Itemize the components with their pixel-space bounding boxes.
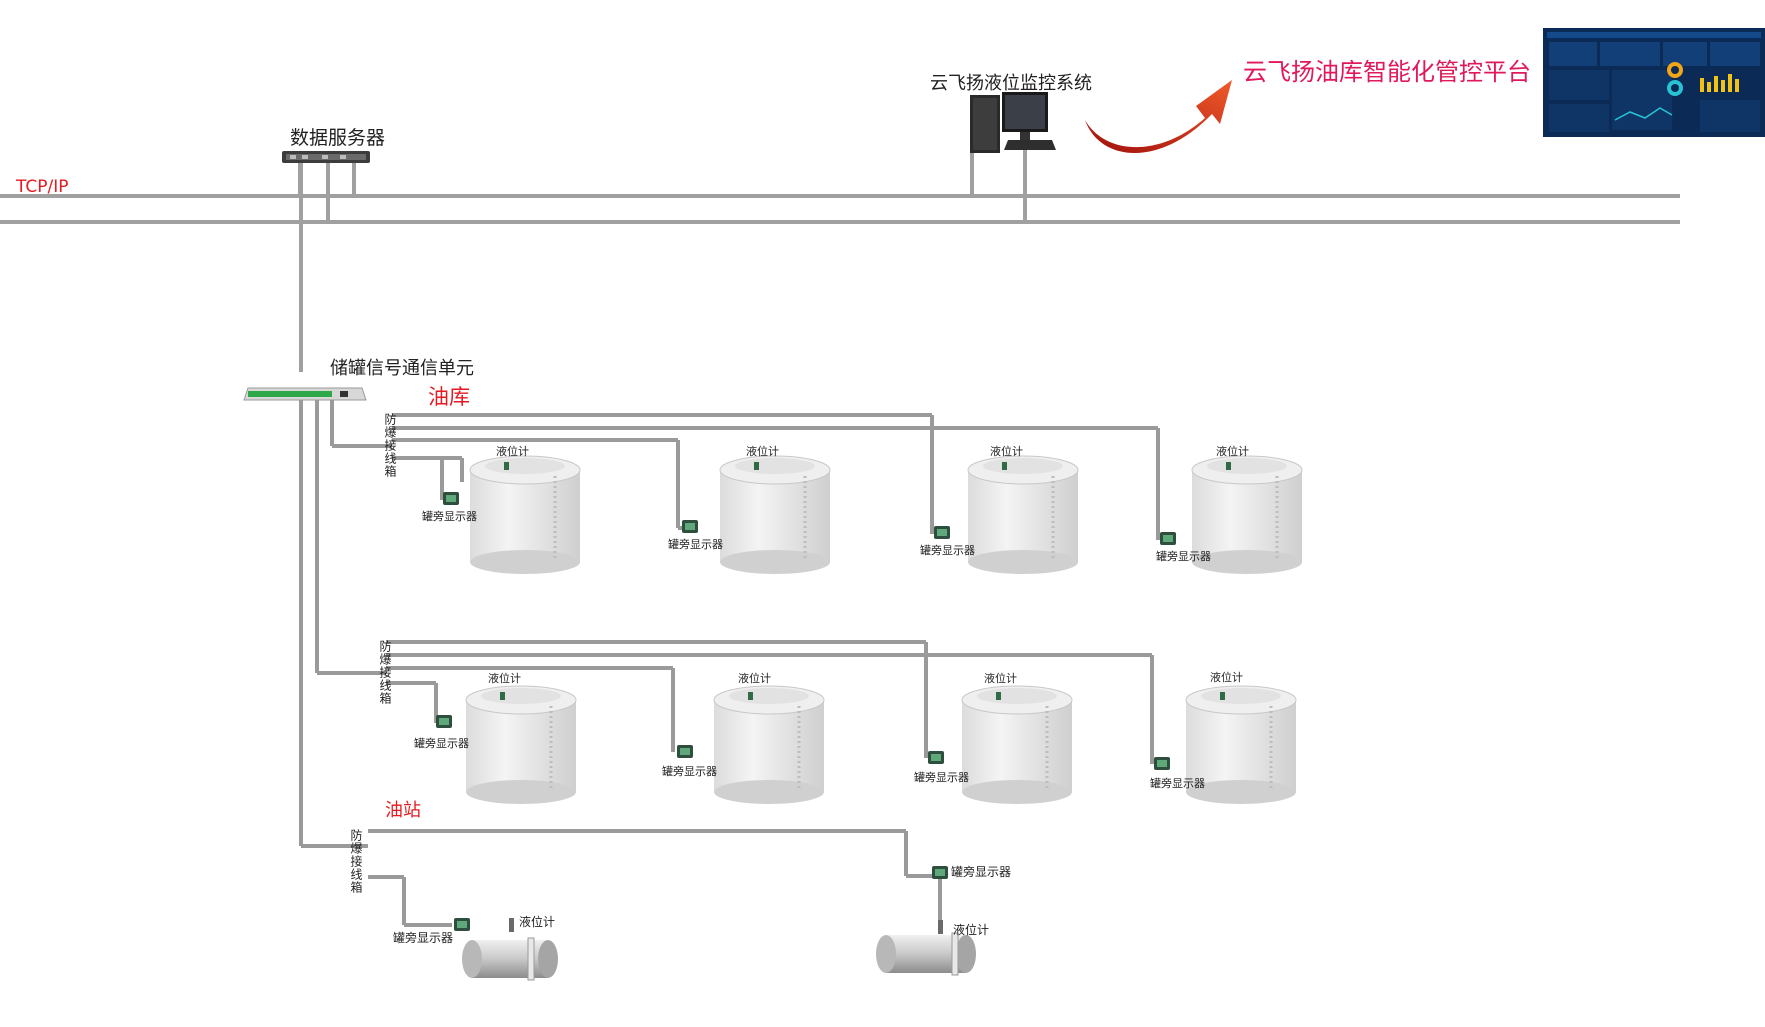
tcp-ip-bus [0,194,1680,224]
junction-box-1: 防爆接线箱 [383,412,397,478]
station-pipes [368,829,942,928]
depot-row-2 [317,640,1154,764]
tank-display-label: 罐旁显示器 [422,509,477,523]
level-gauge-label: 液位计 [953,922,989,937]
comm-unit [243,387,367,401]
data-server [282,151,370,372]
tank-display-label: 罐旁显示器 [951,864,1011,879]
storage-tank-4: 液位计 罐旁显示器 [1156,444,1303,574]
storage-tank-2: 液位计 罐旁显示器 [668,444,831,574]
level-gauge-label: 液位计 [1210,670,1243,684]
junction-label: 防爆接线箱 [378,639,392,705]
tank-display-label: 罐旁显示器 [1150,776,1205,790]
station-tank-2: 液位计 罐旁显示器 [876,864,1011,976]
tank-display-label: 罐旁显示器 [920,543,975,557]
arrow-icon [1085,80,1232,153]
storage-tank-1: 液位计 罐旁显示器 [422,444,581,574]
depot-row-1 [332,413,1160,540]
junction-label: 防爆接线箱 [349,828,363,894]
storage-tank-8: 液位计 罐旁显示器 [1150,670,1297,804]
depot-label: 油库 [428,385,470,409]
level-gauge-label: 液位计 [488,671,521,685]
tank-display-label: 罐旁显示器 [668,537,723,551]
junction-label: 防爆接线箱 [383,412,397,478]
level-gauge-label: 液位计 [519,914,555,929]
level-gauge-label: 液位计 [746,444,779,458]
tank-display-label: 罐旁显示器 [662,764,717,778]
tank-display-label: 罐旁显示器 [393,930,453,945]
level-gauge-label: 液位计 [1216,444,1249,458]
network-label: TCP/IP [15,177,69,197]
station-label: 油站 [385,800,421,821]
tank-display-label: 罐旁显示器 [914,770,969,784]
storage-tank-6: 液位计 罐旁显示器 [662,671,825,804]
tank-display-label: 罐旁显示器 [1156,549,1211,563]
tank-display-label: 罐旁显示器 [414,736,469,750]
comm-unit-label: 储罐信号通信单元 [330,358,474,379]
level-gauge-label: 液位计 [738,671,771,685]
storage-tank-7: 液位计 罐旁显示器 [914,671,1073,804]
server-label: 数据服务器 [290,127,385,149]
monitor-label: 云飞扬液位监控系统 [930,73,1092,94]
platform-screenshot [1543,28,1765,137]
monitor-computer [970,92,1056,222]
storage-tank-5: 液位计 罐旁显示器 [414,671,577,804]
platform-label: 云飞扬油库智能化管控平台 [1243,58,1531,86]
station-tank-1: 液位计 罐旁显示器 [393,914,558,981]
trunk-pipes [299,400,368,848]
level-gauge-label: 液位计 [990,444,1023,458]
level-gauge-label: 液位计 [496,444,529,458]
junction-box-3: 防爆接线箱 [349,828,363,894]
storage-tank-3: 液位计 罐旁显示器 [920,444,1079,574]
junction-box-2: 防爆接线箱 [378,639,392,705]
level-gauge-label: 液位计 [984,671,1017,685]
